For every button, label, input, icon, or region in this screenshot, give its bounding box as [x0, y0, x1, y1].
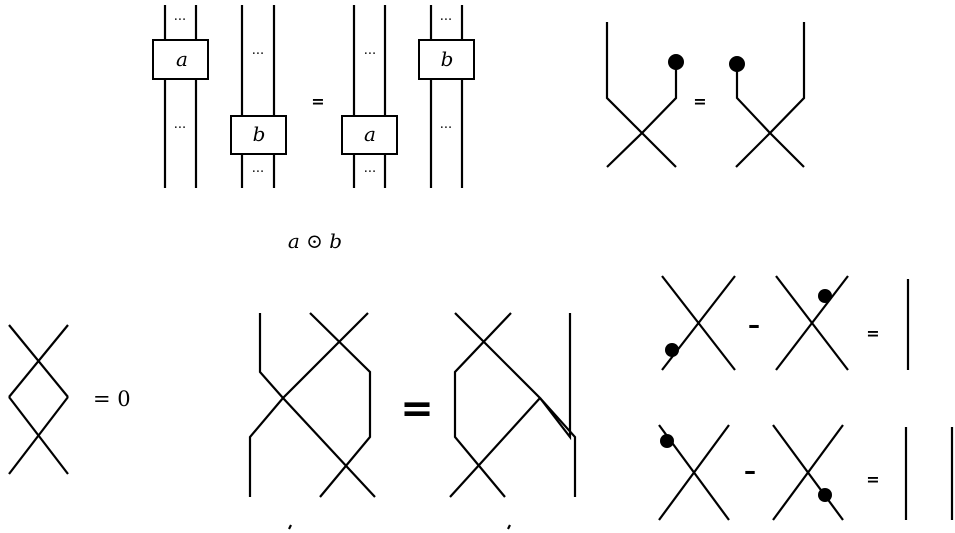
dot [660, 434, 674, 448]
relation-row-1: – = [661, 275, 910, 371]
dot-slide-rhs [729, 22, 806, 168]
dot [665, 343, 679, 357]
minus-sign: – [748, 311, 760, 339]
ellipsis: ··· [174, 121, 186, 136]
caption: a ⊙ b [288, 229, 342, 253]
dot [668, 54, 684, 70]
interchange-lhs: ··· a ··· ··· b ··· [152, 5, 287, 188]
tick-mark [507, 524, 511, 530]
box-a-rhs [341, 115, 398, 155]
relation-row-2: – = [658, 424, 954, 521]
bigon-relation [8, 324, 69, 475]
braid-rhs [449, 312, 577, 498]
ellipsis: ··· [364, 47, 376, 62]
dot [729, 56, 745, 72]
braid-lhs [248, 312, 376, 498]
equals-zero: = 0 [93, 387, 131, 411]
box-b-lhs [230, 115, 287, 155]
ellipsis: ··· [364, 165, 376, 180]
box-b-rhs [418, 39, 475, 80]
ellipsis: ··· [440, 13, 452, 28]
equals-sign: = [311, 92, 324, 111]
interchange-rhs: ··· a ··· ··· b ··· [341, 5, 475, 188]
box-label-a: a [364, 122, 376, 146]
dot [818, 488, 832, 502]
equals-sign: = [693, 92, 706, 111]
box-label-b: b [441, 47, 454, 71]
ellipsis: ··· [174, 13, 186, 28]
equals-sign: = [866, 324, 879, 343]
equals-sign: = [866, 470, 879, 489]
box-label-b: b [253, 122, 266, 146]
minus-sign: – [744, 457, 756, 485]
ellipsis: ··· [252, 47, 264, 62]
ellipsis: ··· [252, 165, 264, 180]
dot-slide-lhs [605, 22, 684, 168]
equals-sign-large: = [400, 386, 434, 432]
dot [818, 289, 832, 303]
box-label-a: a [176, 47, 188, 71]
box-a-lhs [152, 39, 209, 80]
ellipsis: ··· [440, 121, 452, 136]
tick-mark [288, 524, 292, 530]
